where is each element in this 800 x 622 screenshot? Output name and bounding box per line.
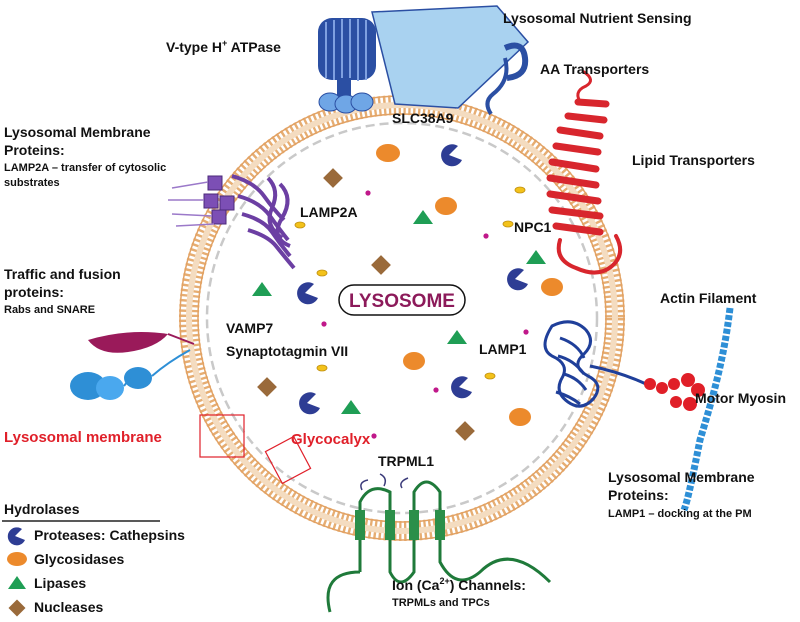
lmp-desc-line2: substrates [4, 177, 60, 189]
lmp-title-line2: Proteins: [4, 142, 65, 158]
hydrolase-icons [252, 144, 563, 441]
pacman-icon [441, 144, 462, 167]
lamp2a-complex [168, 174, 296, 270]
pacman-icon [297, 282, 318, 305]
lamp1-complex [543, 320, 647, 408]
lamp2a-label: LAMP2A [300, 204, 358, 220]
motor-myosin [644, 373, 705, 411]
npc1-label: NPC1 [514, 219, 552, 235]
diamond-icon [257, 377, 277, 397]
bean-icon [7, 552, 27, 566]
bean-icon [541, 278, 563, 296]
membrane-highlight-box [199, 414, 245, 458]
triangle-icon [526, 250, 546, 264]
triangle-icon [447, 330, 467, 344]
lmp2-title-line1: Lysosomal Membrane [608, 469, 755, 485]
legend-item-proteases: Proteases: Cathepsins [34, 527, 185, 543]
pacman-icon [7, 527, 25, 546]
glycocalyx-label: Glycocalyx [291, 431, 371, 448]
triangle-icon [8, 576, 26, 589]
legend-item-glycosidases: Glycosidases [34, 551, 124, 567]
ion-channels-desc: TRPMLs and TPCs [392, 597, 490, 609]
aa-transporters-label: AA Transporters [540, 61, 649, 77]
bean-icon [376, 144, 400, 162]
diamond-icon [8, 599, 26, 617]
synaptotagmin-label: Synaptotagmin VII [226, 343, 348, 359]
slc38a9-label: SLC38A9 [392, 110, 454, 126]
glycocalyx-highlight-box [264, 435, 312, 485]
legend-item-nucleases: Nucleases [34, 599, 103, 615]
triangle-icon [341, 400, 361, 414]
legend-title: Hydrolases [4, 501, 80, 517]
npc1-lipid-transporter [546, 70, 623, 275]
actin-filament [680, 307, 734, 512]
pacman-icon [507, 268, 528, 291]
bean-icon [403, 352, 425, 370]
lmp-desc-line1: LAMP2A – transfer of cytosolic [4, 162, 166, 174]
triangle-icon [252, 282, 272, 296]
lmp2-title-line2: Proteins: [608, 487, 669, 503]
pacman-icon [451, 376, 472, 399]
legend-item-lipases: Lipases [34, 575, 86, 591]
traffic-title-line1: Traffic and fusion [4, 266, 121, 282]
traffic-fusion-proteins [70, 332, 195, 400]
vamp7-label: VAMP7 [226, 320, 273, 336]
lipid-transporters-label: Lipid Transporters [632, 152, 755, 168]
bean-icon [435, 197, 457, 215]
lmp2-desc: LAMP1 – docking at the PM [608, 508, 752, 520]
lysosome-label: LYSOSOME [349, 291, 455, 312]
lmp-title-line1: Lysosomal Membrane [4, 124, 151, 140]
ion-channels-title: Ion (Ca2+) Channels: [392, 576, 526, 593]
lysosome-title: LYSOSOME [338, 284, 466, 316]
v-atpase-complex [318, 18, 376, 114]
lamp1-label: LAMP1 [479, 341, 527, 357]
diamond-icon [455, 421, 475, 441]
nutrient-sensing-label: Lysosomal Nutrient Sensing [503, 10, 692, 26]
actin-label: Actin Filament [660, 290, 757, 306]
bean-icon [509, 408, 531, 426]
v-atpase-label: V-type H+ ATPase [166, 38, 281, 55]
lysosomal-membrane-label: Lysosomal membrane [4, 429, 162, 446]
pacman-icon [299, 392, 320, 415]
triangle-icon [413, 210, 433, 224]
trpml1-label: TRPML1 [378, 453, 434, 469]
traffic-desc: Rabs and SNARE [4, 304, 95, 316]
trpml1-channel [326, 473, 552, 613]
traffic-title-line2: proteins: [4, 284, 64, 300]
diamond-icon [371, 255, 391, 275]
diamond-icon [323, 168, 343, 188]
nutrient-sensing-complex [371, 5, 530, 116]
myosin-label: Motor Myosin [695, 390, 786, 406]
hydrolases-legend: Hydrolases Proteases: Cathepsins Glycosi… [2, 501, 185, 617]
